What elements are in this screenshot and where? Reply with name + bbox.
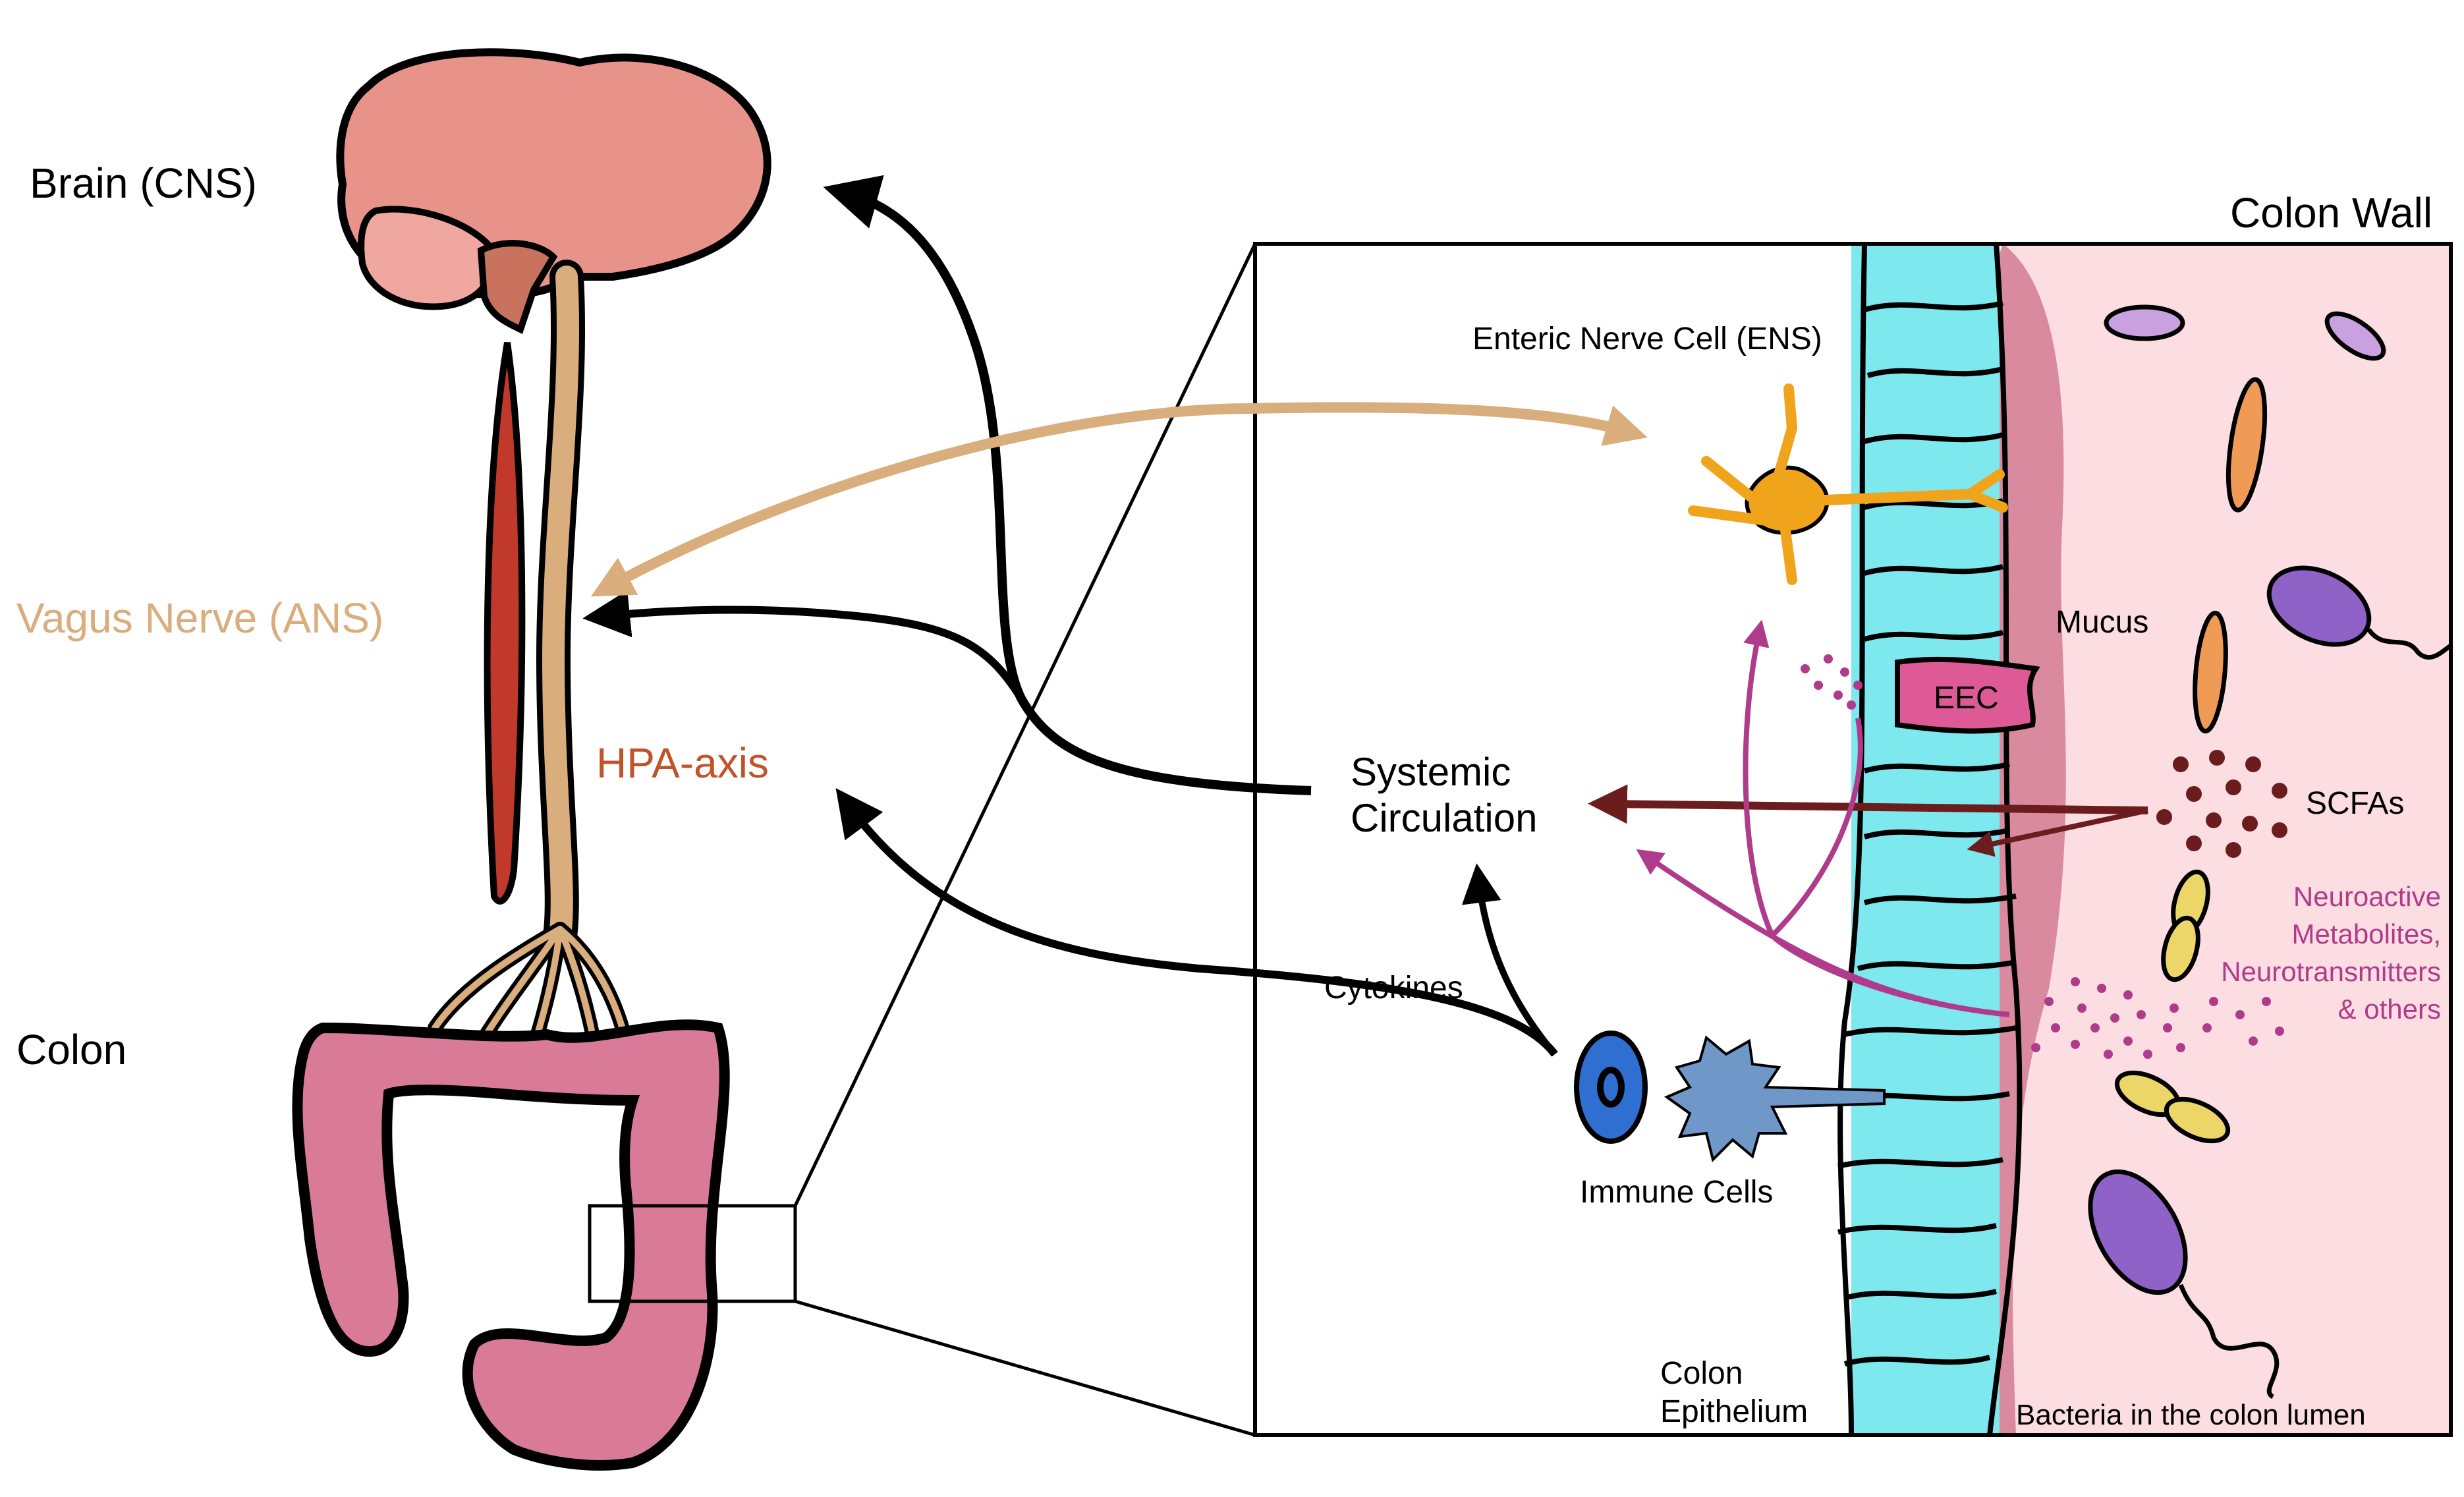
label-vagus: Vagus Nerve (ANS) bbox=[16, 594, 383, 642]
panel-frame bbox=[1253, 242, 2453, 1437]
lumen-region bbox=[1972, 244, 2451, 1435]
label-epithelium-1: Colon bbox=[1660, 1356, 1743, 1391]
neuroactive-dots bbox=[1801, 654, 2284, 1059]
label-immune: Immune Cells bbox=[1580, 1175, 1773, 1210]
label-systemic-2: Circulation bbox=[1351, 796, 1537, 840]
scfa-dots bbox=[2156, 750, 2287, 858]
zoom-box bbox=[588, 1204, 797, 1303]
immune-cell-icon bbox=[1574, 1031, 1648, 1144]
label-neuroactive-2: Metabolites, bbox=[2292, 918, 2441, 949]
arrow-immune-to-hpa bbox=[835, 788, 1558, 1057]
label-bacteria: Bacteria in the colon lumen bbox=[2016, 1399, 2366, 1431]
arrow-vagus-ens bbox=[590, 402, 1648, 597]
vagus-muscle-icon bbox=[484, 342, 526, 905]
label-neuroactive-4: & others bbox=[2338, 994, 2441, 1025]
label-colon: Colon bbox=[16, 1026, 126, 1073]
label-epithelium-2: Epithelium bbox=[1660, 1394, 1808, 1429]
label-mucus: Mucus bbox=[2056, 605, 2148, 640]
dendritic-cell-icon bbox=[1664, 1035, 1886, 1162]
zoom-line-bottom bbox=[795, 1299, 1256, 1437]
label-eec: EEC bbox=[1934, 681, 1999, 716]
label-scfas: SCFAs bbox=[2306, 786, 2404, 821]
arrow-cytokines-to-systemic bbox=[1461, 863, 1557, 1057]
label-neuroactive: Neuroactive Metabolites, Neurotransmitte… bbox=[2221, 881, 2441, 1025]
enteric-neuron-icon bbox=[1688, 383, 2008, 585]
epithelium-cells bbox=[1837, 243, 2023, 1436]
arrow-systemic-to-vagus bbox=[582, 590, 1025, 701]
label-systemic-1: Systemic bbox=[1351, 750, 1511, 794]
spinal-cord-icon bbox=[428, 260, 640, 1088]
eec-cell-icon bbox=[1895, 656, 2040, 734]
label-hpa: HPA-axis bbox=[596, 739, 769, 787]
label-neuroactive-3: Neurotransmitters bbox=[2221, 956, 2441, 987]
brainstem-icon bbox=[477, 240, 558, 335]
epithelium-layer bbox=[1851, 244, 2000, 1435]
label-ens: Enteric Nerve Cell (ENS) bbox=[1472, 322, 1822, 356]
label-neuroactive-1: Neuroactive bbox=[2293, 881, 2441, 912]
arrow-systemic-to-brain bbox=[823, 175, 1312, 795]
label-brain: Brain (CNS) bbox=[30, 159, 257, 207]
arrow-neuroactive bbox=[1636, 619, 2010, 1017]
cerebellum-icon bbox=[358, 206, 495, 310]
arrow-scfa-to-systemic bbox=[1588, 784, 2148, 857]
label-colon-wall: Colon Wall bbox=[2230, 189, 2432, 237]
zoom-line-top bbox=[793, 242, 1257, 1207]
colon-icon bbox=[292, 1019, 730, 1471]
bacteria-icons bbox=[2088, 304, 2452, 1399]
label-cytokines: Cytokines bbox=[1324, 971, 1463, 1005]
